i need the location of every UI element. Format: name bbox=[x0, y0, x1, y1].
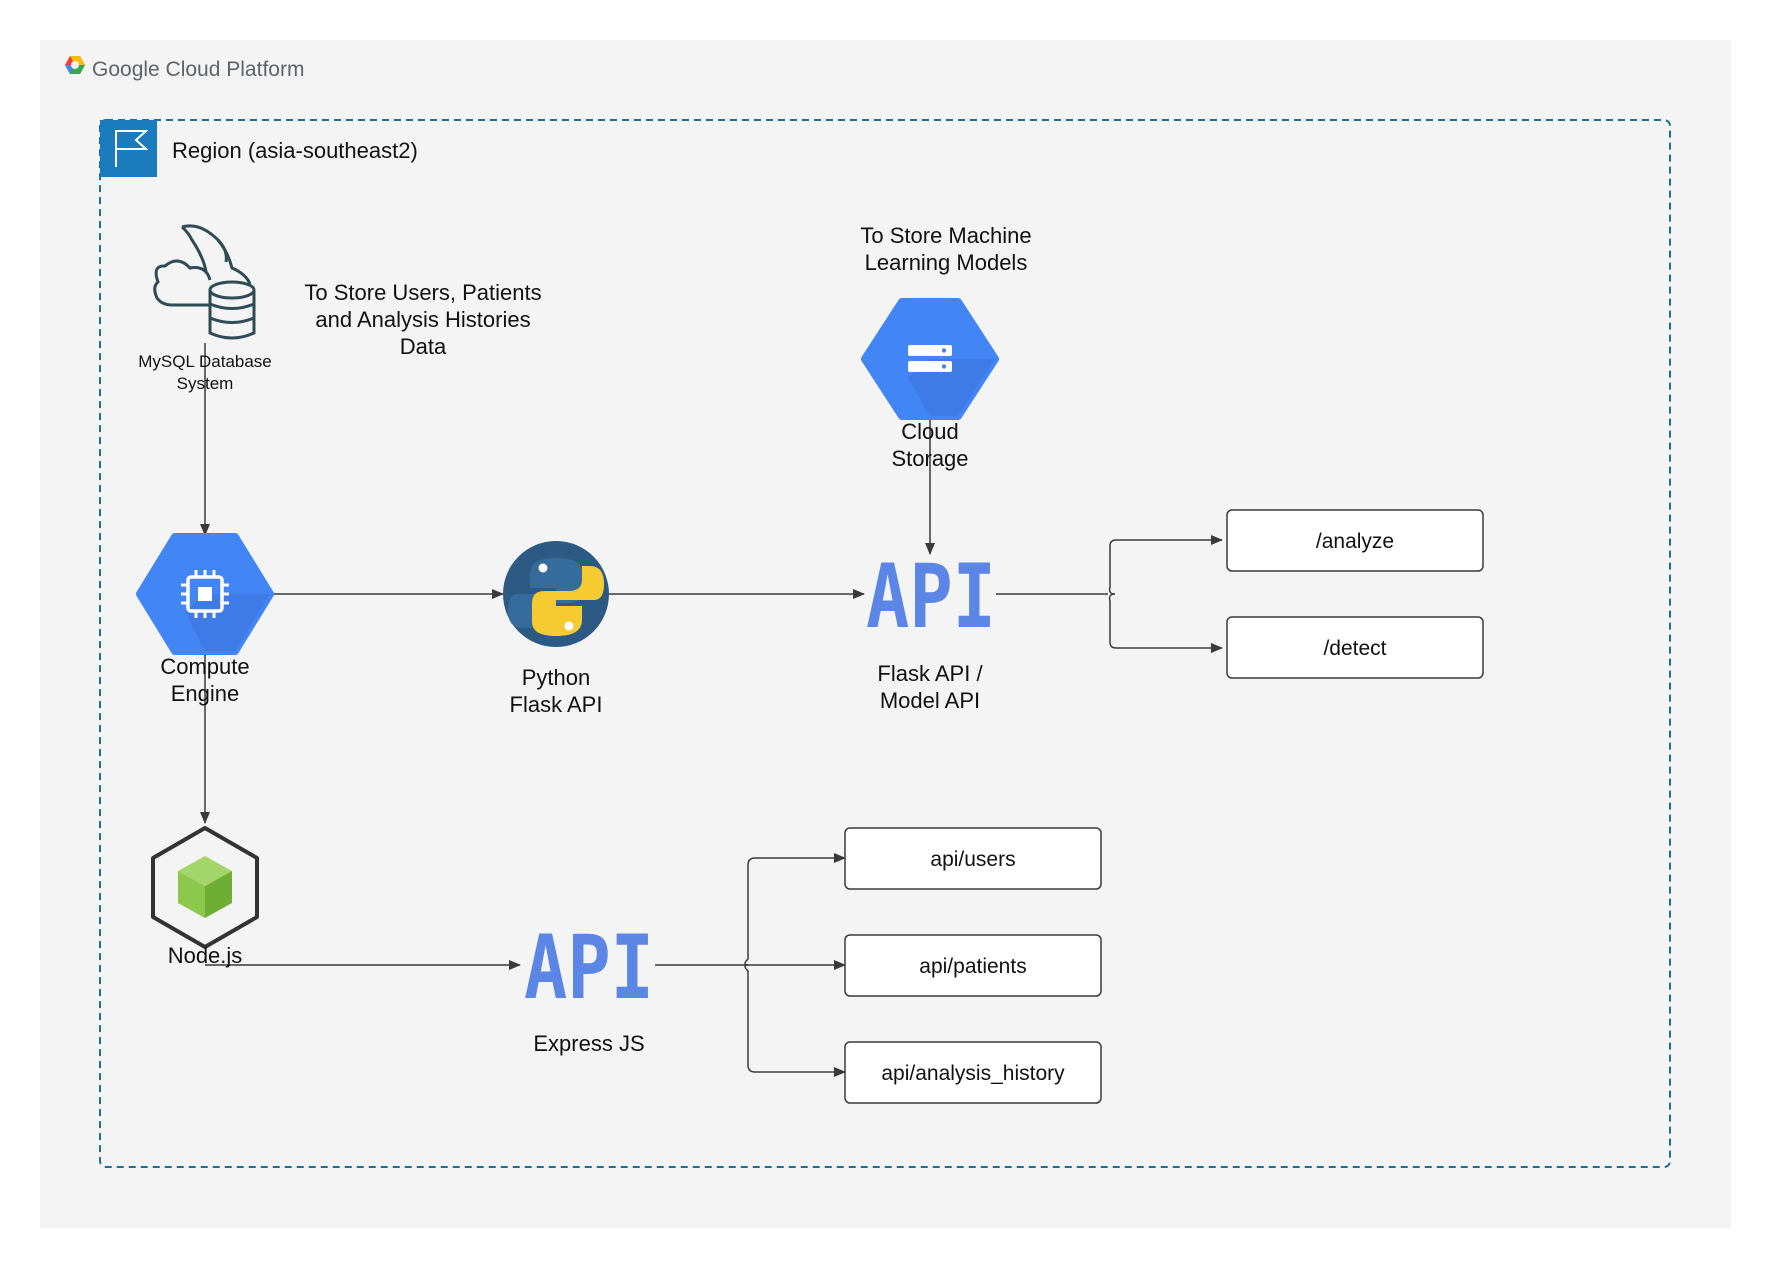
connector-flask-api-branch bbox=[996, 535, 1223, 653]
storage-note-line1: To Store Machine bbox=[860, 223, 1031, 248]
flag-icon bbox=[100, 120, 157, 177]
python-label-line1: Python bbox=[522, 665, 591, 690]
cloud-storage-label-line1: Cloud bbox=[901, 419, 958, 444]
express-api-label: Express JS bbox=[533, 1031, 644, 1056]
express-api-glyph: API bbox=[524, 916, 654, 1019]
connector-express-api-branch bbox=[655, 853, 846, 1077]
endpoint-label: api/analysis_history bbox=[881, 1062, 1065, 1085]
mysql-note-line2: and Analysis Histories bbox=[315, 307, 530, 332]
mysql-note-line1: To Store Users, Patients bbox=[304, 280, 541, 305]
platform-title: Google Cloud Platform bbox=[92, 58, 304, 81]
region-label: Region (asia-southeast2) bbox=[172, 138, 418, 163]
endpoint-label: /detect bbox=[1323, 637, 1386, 660]
region-boundary bbox=[99, 119, 1671, 1168]
endpoint-label: api/patients bbox=[919, 955, 1026, 978]
nodejs-cube-icon bbox=[151, 826, 259, 949]
endpoint-label: /analyze bbox=[1316, 530, 1394, 553]
mysql-label-line1: MySQL Database bbox=[138, 352, 272, 371]
compute-engine-label-line2: Engine bbox=[171, 681, 240, 706]
endpoint-box-detect[interactable]: /detect bbox=[1226, 616, 1484, 679]
endpoint-label: api/users bbox=[930, 848, 1015, 871]
flask-api-glyph: API bbox=[866, 545, 996, 648]
gcp-logo-icon bbox=[65, 56, 85, 74]
mysql-note-line3: Data bbox=[400, 334, 447, 359]
cloud-storage-icon bbox=[861, 298, 999, 420]
endpoint-box-api-analysis-history[interactable]: api/analysis_history bbox=[844, 1041, 1102, 1104]
flask-api-label-line1: Flask API / bbox=[877, 661, 983, 686]
python-label-line2: Flask API bbox=[510, 692, 603, 717]
endpoint-box-api-users[interactable]: api/users bbox=[844, 827, 1102, 890]
python-logo-icon bbox=[503, 541, 609, 647]
cloud-storage-label-line2: Storage bbox=[891, 446, 968, 471]
endpoint-box-api-patients[interactable]: api/patients bbox=[844, 934, 1102, 997]
storage-note-line2: Learning Models bbox=[865, 250, 1028, 275]
nodejs-label: Node.js bbox=[168, 943, 243, 968]
endpoint-box-analyze[interactable]: /analyze bbox=[1226, 509, 1484, 572]
compute-engine-chip-icon bbox=[136, 533, 274, 655]
mysql-label-line2: System bbox=[177, 374, 234, 393]
flask-api-label-line2: Model API bbox=[880, 688, 980, 713]
mysql-dolphin-cloud-db-icon bbox=[153, 224, 256, 340]
compute-engine-label-line1: Compute bbox=[160, 654, 249, 679]
